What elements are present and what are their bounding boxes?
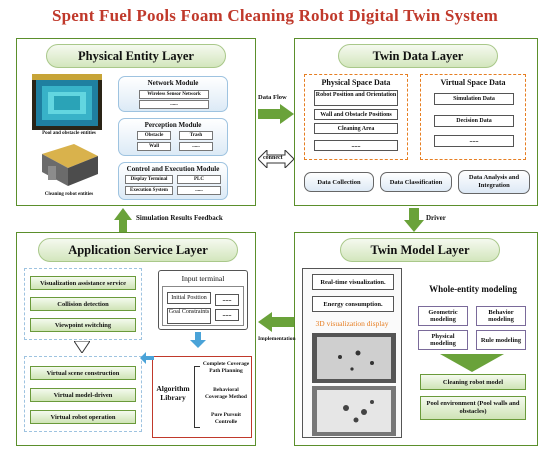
- virtual-space-data-box: [420, 74, 526, 160]
- algorithm-to-services-arrow: [140, 352, 154, 364]
- physical-entity-header: Physical Entity Layer: [46, 44, 226, 68]
- model-funnel-arrow: [440, 354, 504, 372]
- input-terminal-item: Goal Constraints: [167, 308, 211, 324]
- robot-caption: Cleaning robot entities: [44, 192, 94, 197]
- input-terminal-item: ......: [215, 309, 239, 321]
- physical-space-item: Robot Position and Orientation: [314, 90, 398, 106]
- perception-module: Perception Module Obstacle Trash Wall ..…: [118, 118, 228, 156]
- input-terminal-title: Input terminal: [181, 274, 225, 283]
- control-item: Execution System: [125, 186, 173, 195]
- virtual-space-item: ......: [434, 135, 514, 147]
- control-module-title: Control and Execution Module: [126, 165, 220, 173]
- implementation-arrow: [258, 312, 294, 332]
- algorithm-bracket: [194, 366, 200, 428]
- terminal-down-arrow: [190, 332, 206, 348]
- services-down-arrow: [74, 341, 90, 353]
- network-module: Network Module Wireless Sensor Network .…: [118, 76, 228, 112]
- modeling-item: Geometric modeling: [418, 306, 468, 326]
- input-terminal-item: Initial Position: [167, 292, 211, 304]
- feedback-label: Simulation Results Feedback: [136, 214, 223, 222]
- perception-item: ......: [179, 142, 213, 151]
- service-item: Collision detection: [30, 297, 136, 311]
- virtual-space-data-title: Virtual Space Data: [440, 78, 506, 87]
- service-item: Virtual model-driven: [30, 388, 136, 402]
- service-item: Visualization assistance service: [30, 276, 136, 290]
- pool-image: [32, 74, 102, 130]
- driver-label: Driver: [426, 214, 446, 222]
- input-terminal-inner: [162, 286, 244, 326]
- service-item: Virtual robot operation: [30, 410, 136, 424]
- modeling-item: Rule modeling: [476, 330, 526, 350]
- data-flow-label: Data Flow: [258, 94, 287, 101]
- virtual-space-item: Decision Data: [434, 115, 514, 127]
- services-bottom-box: [24, 356, 142, 432]
- model-info-item: Energy consumption.: [312, 296, 394, 312]
- model-output: Cleaning robot model: [420, 374, 526, 390]
- driver-arrow: [404, 208, 424, 232]
- control-item: Display Terminal: [125, 175, 173, 184]
- model-info-item: Real-time visualization.: [312, 274, 394, 290]
- perception-item: Trash: [179, 131, 213, 140]
- physical-space-data-box: [304, 74, 408, 160]
- perception-module-title: Perception Module: [144, 121, 202, 129]
- physical-space-item: Wall and Obstacle Positions: [314, 109, 398, 120]
- algorithm-item: Behavioral Coverage Method: [202, 387, 250, 403]
- physical-space-data-title: Physical Space Data: [321, 78, 391, 87]
- virtual-space-item: Simulation Data: [434, 93, 514, 105]
- physical-space-item: Cleaning Area: [314, 123, 398, 134]
- service-item: Virtual scene construction: [30, 366, 136, 380]
- control-module: Control and Execution Module Display Ter…: [118, 162, 228, 200]
- perception-item: Obstacle: [137, 131, 171, 140]
- whole-entity-title: Whole-entity modeling: [429, 284, 517, 294]
- services-top-box: [24, 268, 142, 340]
- perception-item: Wall: [137, 142, 171, 151]
- page-title: Spent Fuel Pools Foam Cleaning Robot Dig…: [52, 6, 498, 25]
- algorithm-item: Pure Pursuit Controlle: [202, 412, 250, 428]
- connect-arrow: [258, 150, 294, 168]
- visualization-image-bottom: [312, 386, 396, 436]
- visualization-display-label: 3D visualization display: [315, 319, 389, 328]
- network-item: Wireless Sensor Network: [139, 90, 209, 99]
- model-output: Pool environment (Pool walls and obstacl…: [420, 396, 526, 420]
- twin-data-header: Twin Data Layer: [338, 44, 498, 68]
- data-collection-button: Data Collection: [304, 172, 374, 192]
- physical-space-item: ......: [314, 140, 398, 151]
- pool-caption: Pool and obstacle entities: [42, 131, 96, 136]
- algorithm-library-title: Algorithm Library: [156, 384, 190, 402]
- robot-image: [34, 140, 104, 190]
- input-terminal-item: ......: [215, 294, 239, 306]
- modeling-item: Behavior modeling: [476, 306, 526, 326]
- network-module-title: Network Module: [147, 79, 199, 87]
- data-classification-button: Data Classification: [380, 172, 452, 192]
- twin-model-header: Twin Model Layer: [340, 238, 500, 262]
- visualization-image-top: [312, 333, 396, 383]
- modeling-item: Physical modeling: [418, 330, 468, 350]
- control-item: PLC: [177, 175, 221, 184]
- control-item: ......: [177, 186, 221, 195]
- algorithm-item: Complete Coverage Path Planning: [202, 361, 250, 383]
- application-header: Application Service Layer: [38, 238, 238, 262]
- connect-label: connect: [263, 155, 283, 161]
- data-analysis-button: Data Analysis and Integration: [458, 170, 530, 194]
- implementation-label: Implementation: [258, 336, 296, 342]
- service-item: Viewpoint switching: [30, 318, 136, 332]
- feedback-arrow: [114, 208, 132, 232]
- network-item: ......: [139, 100, 209, 109]
- data-flow-arrow: [258, 104, 294, 124]
